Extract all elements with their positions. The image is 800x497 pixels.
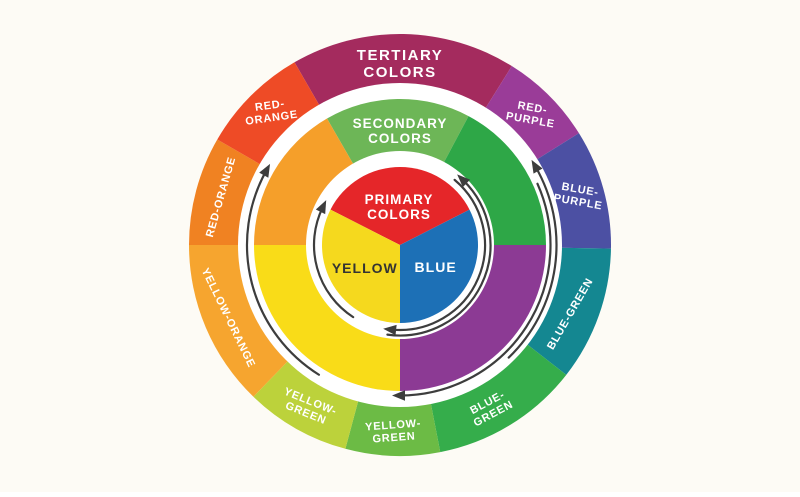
arrow-arc-inner-gap-right-counter — [386, 178, 492, 337]
arrowhead-outer-gap-right-counter — [531, 159, 543, 174]
label-tertiary-ring-yellow-green-line-1: GREEN — [372, 430, 416, 445]
arrowhead-inner-gap-right-clockwise — [383, 324, 397, 336]
label-primary-circle-yellow: YELLOW — [332, 260, 398, 276]
label-primary-circle-blue-line-0: BLUE — [415, 259, 457, 275]
primary-title-line-1: COLORS — [367, 207, 431, 222]
arrow-arc-outer-gap-right-clockwise — [398, 182, 552, 397]
label-tertiary-ring-red-orange-line-0: RED- — [254, 98, 285, 114]
arrow-arc-inner-gap-left-clockwise — [312, 206, 355, 319]
label-tertiary-ring-yellow-green-text: YELLOW-GREEN — [365, 418, 423, 446]
arrowhead-outer-gap-left-clockwise — [259, 163, 271, 178]
segment-primary-circle-yellow — [322, 209, 400, 323]
label-tertiary-ring-yellow-green: YELLOW-GREEN — [365, 418, 423, 446]
label-primary-circle-blue-text: BLUE — [415, 259, 457, 275]
label-primary-circle-blue: BLUE — [415, 259, 457, 275]
arrowhead-inner-gap-left-clockwise — [315, 200, 327, 215]
label-primary-circle-yellow-text: YELLOW — [332, 260, 398, 276]
tertiary-title-line-1: COLORS — [363, 64, 436, 81]
label-tertiary-ring-red-purple-line-0: RED- — [517, 100, 549, 117]
arrow-arc-outer-gap-right-counter — [507, 165, 558, 359]
label-tertiary-ring-yellow-green-line-0: YELLOW- — [365, 418, 422, 434]
tertiary-title-line-0: TERTIARY — [357, 47, 443, 64]
arrowhead-outer-gap-right-clockwise — [392, 390, 405, 401]
secondary-title-line-0: SECONDARY — [353, 116, 448, 131]
primary-title-line-0: PRIMARY — [365, 192, 434, 207]
arrow-arc-outer-gap-left-clockwise — [245, 169, 321, 376]
secondary-title-line-1: COLORS — [368, 131, 432, 146]
segment-primary-circle-red — [330, 167, 470, 245]
arrow-arc-inner-gap-right-clockwise — [390, 178, 487, 332]
label-primary-circle-yellow-line-0: YELLOW — [332, 260, 398, 276]
segment-primary-circle-blue — [400, 209, 478, 323]
arrowhead-inner-gap-right-counter — [457, 174, 471, 188]
